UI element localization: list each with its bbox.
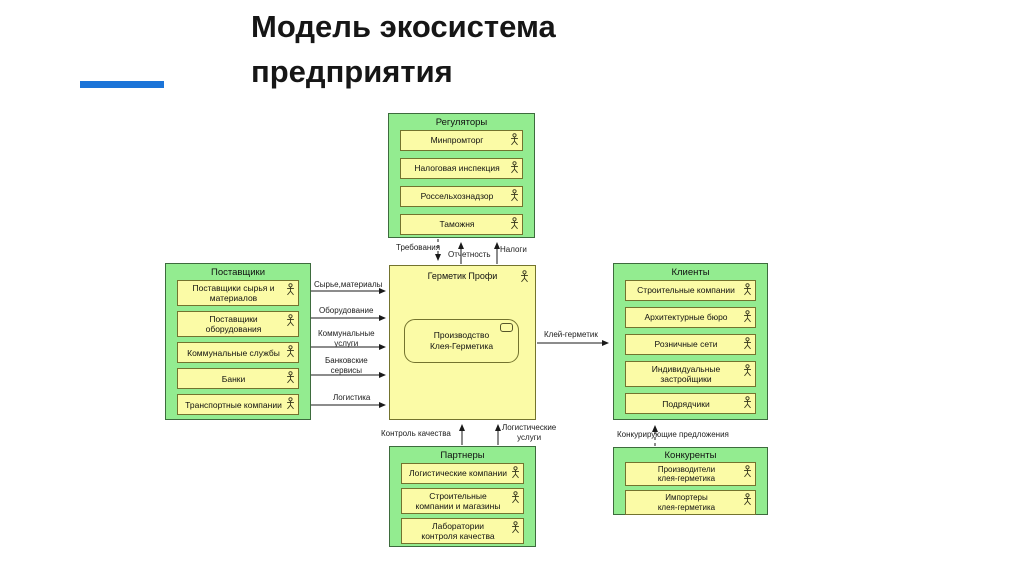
group-items: Логистические компании Строительные комп… — [390, 463, 535, 545]
node-label: Банки — [221, 373, 246, 384]
actor-icon — [521, 270, 528, 283]
group-title: Поставщики — [210, 267, 266, 278]
flow-label-requirements: Требования — [396, 243, 441, 252]
actor-icon — [512, 491, 519, 504]
node-label: Таможня — [439, 219, 475, 230]
node-label: Налоговая инспекция — [414, 163, 500, 174]
flow-label-quality-control: Контроль качества — [381, 429, 451, 438]
ecosystem-node: Лаборатории контроля качества — [401, 518, 524, 545]
ecosystem-node: Производители клея-герметика — [625, 462, 756, 487]
ecosystem-node: Логистические компании — [401, 463, 524, 484]
actor-icon — [744, 337, 751, 350]
ecosystem-node: Индивидуальные застройщики — [625, 361, 756, 388]
node-label: Импортеры клея-герметика — [657, 493, 716, 512]
flow-label-utilities: Коммунальные услуги — [318, 329, 375, 348]
node-label: Россельхознадзор — [420, 191, 494, 202]
node-label: Строительные компании и магазины — [415, 491, 501, 512]
process-box: Производство Клея-Герметика — [404, 319, 519, 363]
actor-icon — [744, 493, 751, 506]
node-label: Архитектурные бюро — [644, 312, 728, 323]
actor-icon — [511, 189, 518, 202]
actor-icon — [287, 371, 294, 384]
actor-icon — [511, 217, 518, 230]
group-competitors: Конкуренты Производители клея-герметика … — [613, 447, 768, 515]
ecosystem-node: Строительные компании — [625, 280, 756, 301]
ecosystem-node: Розничные сети — [625, 334, 756, 355]
flow-label-product: Клей-герметик — [544, 330, 598, 339]
ecosystem-node: Поставщики оборудования — [177, 311, 299, 338]
ecosystem-node: Минпромторг — [400, 130, 523, 151]
node-label: Логистические компании — [409, 468, 507, 479]
actor-icon — [512, 521, 519, 534]
ecosystem-node: Поставщики сырья и материалов — [177, 280, 299, 307]
actor-icon — [744, 364, 751, 377]
actor-icon — [287, 345, 294, 358]
group-title: Конкуренты — [664, 450, 717, 461]
ecosystem-node: Налоговая инспекция — [400, 158, 523, 179]
process-icon — [500, 323, 513, 332]
ecosystem-node: Подрядчики — [625, 393, 756, 415]
node-label: Индивидуальные застройщики — [651, 364, 721, 385]
group-clients: Клиенты Строительные компании Архитектур… — [613, 263, 768, 420]
group-items: Производители клея-герметика Импортеры к… — [614, 462, 767, 515]
group-items: Минпромторг Налоговая инспекция Россельх… — [389, 130, 534, 235]
node-label: Лаборатории контроля качества — [421, 521, 495, 542]
group-items: Строительные компании Архитектурные бюро… — [614, 280, 767, 415]
flow-label-raw-materials: Сырье,материалы — [314, 280, 383, 289]
slide-title: Модель экосистема предприятия — [251, 9, 556, 89]
ecosystem-node: Архитектурные бюро — [625, 307, 756, 328]
actor-icon — [287, 314, 294, 327]
group-regulators: Регуляторы Минпромторг Налоговая инспекц… — [388, 113, 535, 238]
flow-label-banking: Банковские сервисы — [325, 356, 368, 375]
flow-label-taxes: Налоги — [500, 245, 527, 254]
node-label: Поставщики оборудования — [205, 314, 262, 335]
node-label: Минпромторг — [430, 135, 484, 146]
group-suppliers: Поставщики Поставщики сырья и материалов… — [165, 263, 311, 420]
node-label: Поставщики сырья и материалов — [192, 283, 275, 304]
group-title: Клиенты — [671, 267, 710, 278]
node-label: Подрядчики — [662, 398, 710, 409]
actor-icon — [511, 161, 518, 174]
ecosystem-node: Транспортные компании — [177, 394, 299, 416]
node-label: Коммунальные службы — [187, 347, 280, 358]
node-label: Розничные сети — [654, 339, 718, 350]
actor-icon — [744, 396, 751, 409]
actor-icon — [511, 133, 518, 146]
flow-label-logistics: Логистика — [333, 393, 371, 402]
node-label: Производители клея-герметика — [657, 465, 716, 484]
center-company-title: Герметик Профи — [427, 271, 498, 281]
group-items: Поставщики сырья и материалов Поставщики… — [166, 280, 310, 416]
ecosystem-node: Таможня — [400, 214, 523, 235]
flow-label-competing-offers: Конкурирующие предложения — [617, 430, 729, 439]
node-label: Транспортные компании — [185, 399, 282, 410]
actor-icon — [744, 465, 751, 478]
flow-label-equipment: Оборудование — [319, 306, 374, 315]
actor-icon — [287, 283, 294, 296]
group-title: Регуляторы — [435, 117, 488, 128]
ecosystem-node: Импортеры клея-герметика — [625, 490, 756, 515]
node-label: Строительные компании — [637, 285, 735, 296]
group-partners: Партнеры Логистические компании Строител… — [389, 446, 536, 547]
actor-icon — [744, 283, 751, 296]
flow-label-reporting: Отчетность — [448, 250, 491, 259]
ecosystem-node: Строительные компании и магазины — [401, 488, 524, 515]
flow-label-logistic-services: Логистические услуги — [502, 423, 557, 442]
actor-icon — [287, 397, 294, 410]
ecosystem-node: Коммунальные службы — [177, 342, 299, 364]
ecosystem-node: Банки — [177, 368, 299, 390]
ecosystem-node: Россельхознадзор — [400, 186, 523, 207]
process-label: Производство Клея-Герметика — [429, 330, 494, 351]
actor-icon — [744, 310, 751, 323]
accent-bar — [80, 81, 164, 88]
group-title: Партнеры — [440, 450, 485, 461]
actor-icon — [512, 466, 519, 479]
center-company-box: Герметик Профи Производство Клея-Гермети… — [389, 265, 536, 420]
